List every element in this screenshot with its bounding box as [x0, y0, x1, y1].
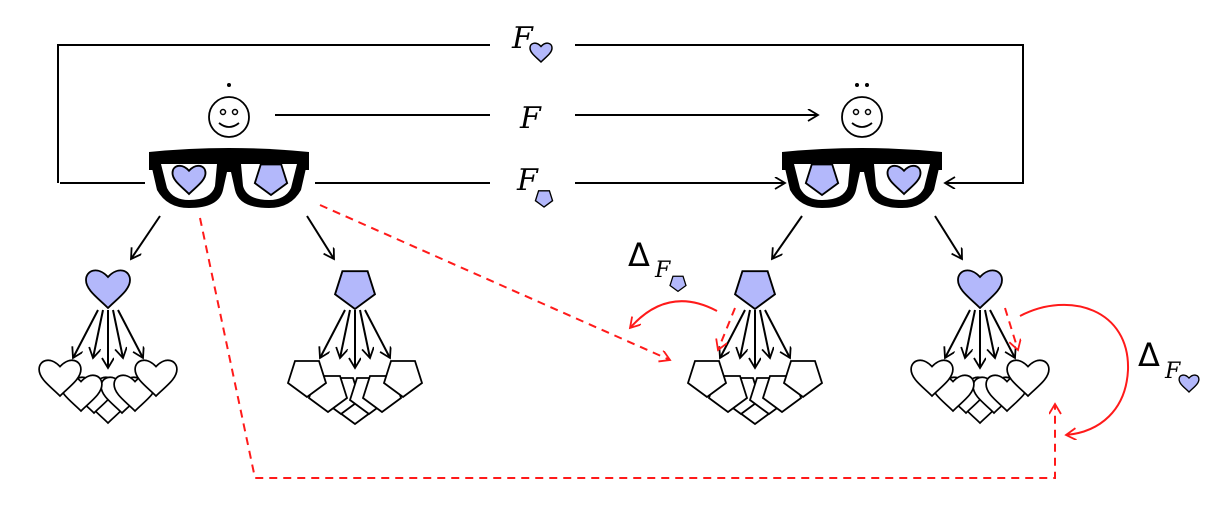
dot-icon	[865, 83, 869, 87]
pentagon-icon	[669, 275, 687, 293]
smiley-icon	[208, 96, 250, 138]
fan-arrow	[764, 309, 790, 358]
delta-pentagon-sub: F	[654, 258, 671, 283]
heart-icon	[957, 269, 1003, 309]
arrow	[772, 215, 803, 259]
fan-arrow	[73, 309, 99, 358]
arrow	[131, 215, 161, 259]
dot-icon	[227, 83, 231, 87]
arrow	[306, 215, 334, 259]
delta-heart-sub: F	[1164, 359, 1181, 384]
fan-arrow	[359, 309, 370, 358]
delta-pentagon-arrow	[630, 300, 718, 328]
f-heart-line-right	[575, 44, 1024, 183]
f-pentagon-label: F	[516, 163, 539, 198]
fan-arrow	[759, 309, 770, 358]
dot-icon	[855, 83, 859, 87]
fan-arrow	[965, 309, 976, 358]
f-label: F	[519, 101, 542, 136]
delta-heart-arrow	[1019, 303, 1130, 435]
red-dashed-arrow	[1004, 307, 1018, 350]
red-dashed-arrow	[319, 204, 670, 360]
fan-arrow	[984, 309, 995, 358]
fan-arrow	[364, 309, 390, 358]
red-dashed-path	[199, 217, 1055, 479]
fan-arrow	[112, 309, 123, 358]
pentagon-icon	[534, 190, 554, 208]
fan-arrow	[340, 309, 351, 358]
delta-heart-label: Δ	[1138, 336, 1160, 374]
fan-arrow	[740, 309, 751, 358]
fan-arrow	[117, 309, 143, 358]
heart-icon	[1178, 374, 1200, 393]
fan-arrow	[945, 309, 971, 358]
f-heart-label: F	[511, 21, 534, 56]
red-dashed-arrow	[718, 307, 736, 350]
smiley-icon	[841, 96, 883, 138]
arrow	[934, 215, 962, 259]
f-heart-line-left	[57, 44, 490, 183]
pentagon-icon	[334, 270, 376, 310]
heart-icon	[529, 42, 553, 63]
fan-arrow	[320, 309, 346, 358]
delta-pentagon-label: Δ	[628, 236, 650, 274]
fan-arrow	[93, 309, 104, 358]
pentagon-icon	[734, 270, 776, 310]
heart-icon	[85, 269, 131, 309]
